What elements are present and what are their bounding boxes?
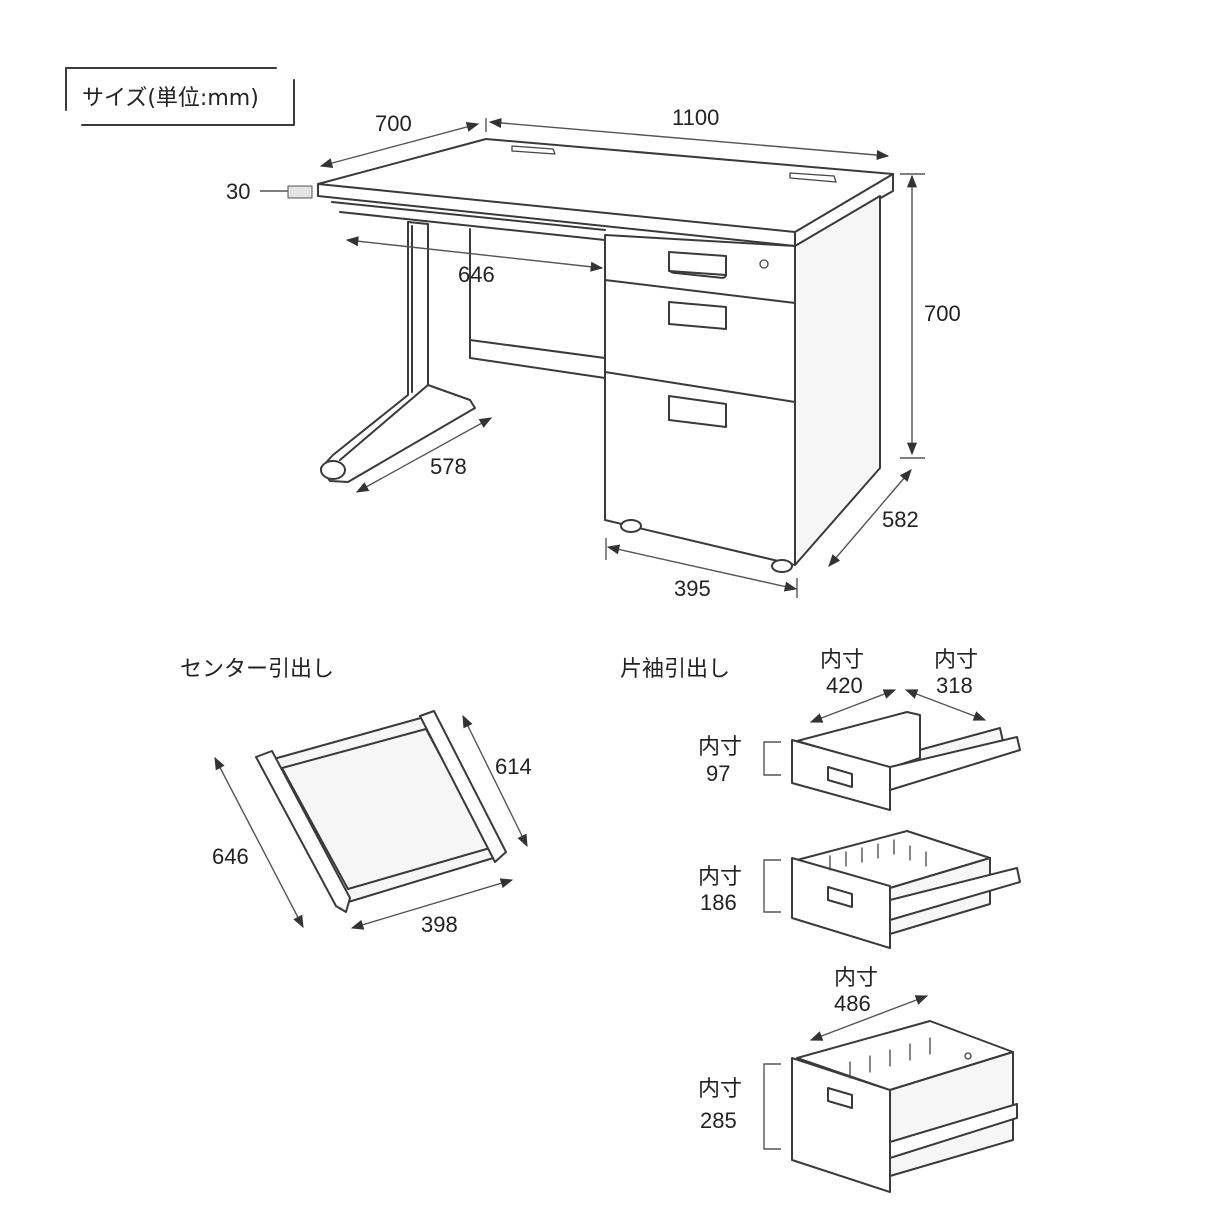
desk-pedestal-depth-label: 582 — [882, 507, 919, 532]
desk-depth-label: 700 — [375, 111, 412, 136]
desk-drawing: 700 1100 30 700 646 578 582 395 — [226, 105, 961, 601]
desk-top-thickness-label: 30 — [226, 179, 250, 204]
center-drawer-drawing: センター引出し 646 614 398 — [180, 657, 532, 937]
desk-width-label: 1100 — [672, 105, 719, 130]
unit-label-box: サイズ(単位:mm) — [65, 67, 295, 126]
middle-drawer-height-label: 186 — [700, 890, 737, 915]
desk-knee-width-label: 646 — [458, 262, 495, 287]
caster-back — [771, 559, 793, 573]
lock-icon — [759, 259, 769, 269]
drawer-handle-top — [668, 251, 727, 276]
desk-pedestal-width-label: 395 — [674, 576, 711, 601]
drawer-handle-bottom — [668, 395, 727, 428]
bottom-drawer-width-label: 486 — [834, 991, 871, 1016]
top-drawer-height-label: 97 — [706, 761, 730, 786]
drawer-handle-middle — [668, 301, 727, 330]
side-drawer-middle — [791, 830, 1021, 949]
unit-label: サイズ(単位:mm) — [82, 86, 259, 111]
bottom-drawer-height-label: 285 — [700, 1108, 737, 1133]
inner-width-prefix: 内寸 — [820, 648, 864, 673]
center-drawer-width-label: 398 — [421, 912, 458, 937]
bottom-drawer-height-prefix: 内寸 — [698, 1077, 742, 1102]
side-drawers-drawing: 片袖引出し 内寸 420 内寸 318 内寸 97 内寸 186 — [620, 648, 1021, 1193]
desk-leg-depth-label: 578 — [430, 454, 467, 479]
center-drawer-title: センター引出し — [180, 657, 334, 682]
inner-depth-label: 318 — [936, 673, 973, 698]
leg-foot — [320, 460, 346, 480]
side-drawer-top — [791, 711, 1021, 811]
top-drawer-height-prefix: 内寸 — [698, 735, 742, 760]
inner-depth-prefix: 内寸 — [934, 648, 978, 673]
desk-height-label: 700 — [924, 301, 961, 326]
middle-drawer-height-prefix: 内寸 — [698, 865, 742, 890]
caster-front — [620, 519, 642, 533]
cable-grommet-right — [789, 172, 837, 183]
desk-left-leg — [320, 221, 476, 483]
bottom-drawer-width-prefix: 内寸 — [834, 966, 878, 991]
side-drawer-bottom — [791, 1020, 1018, 1193]
side-drawers-title: 片袖引出し — [620, 657, 730, 682]
center-drawer-inner-depth-label: 614 — [495, 754, 532, 779]
inner-width-label: 420 — [826, 673, 863, 698]
pedestal-side — [794, 195, 881, 566]
center-drawer-depth-label: 646 — [212, 844, 249, 869]
